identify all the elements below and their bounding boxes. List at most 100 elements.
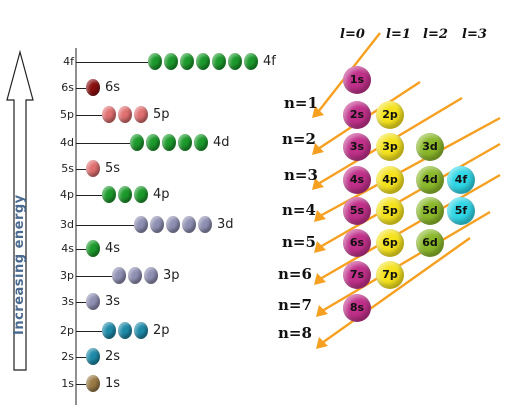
level-name-4f: 4f bbox=[263, 54, 276, 69]
orbital-ball-1s bbox=[86, 375, 100, 392]
level-name-4d: 4d bbox=[213, 135, 230, 150]
orbital-5f: 5f bbox=[447, 197, 475, 225]
l-header-0: l=0 bbox=[340, 27, 365, 42]
l-header-1: l=1 bbox=[386, 27, 411, 42]
n-label-7: n=7 bbox=[278, 296, 312, 314]
orbital-6d: 6d bbox=[416, 229, 444, 257]
orbital-ball-4f bbox=[148, 53, 162, 70]
level-name-1s: 1s bbox=[105, 376, 121, 391]
level-line-1s bbox=[76, 384, 86, 385]
orbital-4f: 4f bbox=[447, 166, 475, 194]
orbital-ball-4p bbox=[118, 186, 132, 203]
orbital-ball-2p bbox=[118, 322, 132, 339]
orbital-7p: 7p bbox=[376, 261, 404, 289]
level-name-3s: 3s bbox=[105, 294, 121, 309]
orbital-ball-4d bbox=[146, 134, 160, 151]
filling-arrow-head-3 bbox=[312, 178, 324, 190]
orbital-ball-4f bbox=[164, 53, 178, 70]
orbital-ball-4f bbox=[212, 53, 226, 70]
level-line-3p bbox=[76, 276, 112, 277]
level-line-3d bbox=[76, 225, 134, 226]
orbital-ball-4d bbox=[162, 134, 176, 151]
level-name-3d: 3d bbox=[217, 217, 234, 232]
orbital-ball-4f bbox=[180, 53, 194, 70]
orbital-ball-3p bbox=[128, 267, 142, 284]
orbital-ball-5p bbox=[102, 106, 116, 123]
orbital-ball-4p bbox=[102, 186, 116, 203]
filling-arrow-head-1 bbox=[312, 106, 324, 118]
orbital-ball-4f bbox=[196, 53, 210, 70]
increasing-energy-arrow bbox=[6, 49, 34, 371]
filling-arrow-head-8 bbox=[316, 337, 328, 349]
n-label-6: n=6 bbox=[278, 265, 312, 283]
orbital-ball-3p bbox=[112, 267, 126, 284]
orbital-ball-3s bbox=[86, 293, 100, 310]
level-label-2p: 2p bbox=[60, 324, 74, 337]
orbital-ball-4p bbox=[134, 186, 148, 203]
n-label-8: n=8 bbox=[278, 324, 312, 342]
level-label-1s: 1s bbox=[61, 377, 74, 390]
orbital-7s: 7s bbox=[343, 261, 371, 289]
filling-arrow-head-6 bbox=[314, 273, 326, 285]
orbital-5d: 5d bbox=[416, 197, 444, 225]
level-line-4f bbox=[76, 62, 148, 63]
orbital-4d: 4d bbox=[416, 166, 444, 194]
orbital-ball-4d bbox=[194, 134, 208, 151]
filling-arrow-head-7 bbox=[316, 305, 328, 317]
orbital-ball-5p bbox=[134, 106, 148, 123]
level-label-5s: 5s bbox=[61, 162, 74, 175]
level-label-3d: 3d bbox=[60, 218, 74, 231]
orbital-5s: 5s bbox=[343, 197, 371, 225]
filling-arrow-8 bbox=[321, 237, 471, 344]
n-label-1: n=1 bbox=[284, 94, 318, 112]
orbital-8s: 8s bbox=[343, 294, 371, 322]
orbital-3d: 3d bbox=[416, 133, 444, 161]
orbital-3s: 3s bbox=[343, 133, 371, 161]
orbital-ball-4s bbox=[86, 240, 100, 257]
filling-order-arrows bbox=[312, 32, 501, 349]
level-name-5s: 5s bbox=[105, 161, 121, 176]
orbital-ball-3p bbox=[144, 267, 158, 284]
n-label-2: n=2 bbox=[282, 130, 316, 148]
level-line-3s bbox=[76, 302, 86, 303]
orbital-ball-2p bbox=[102, 322, 116, 339]
level-line-2p bbox=[76, 331, 102, 332]
filling-arrow-head-5 bbox=[314, 241, 326, 253]
level-line-4p bbox=[76, 195, 102, 196]
level-name-2s: 2s bbox=[105, 349, 121, 364]
level-name-2p: 2p bbox=[153, 323, 170, 338]
level-line-5s bbox=[76, 169, 86, 170]
level-line-5p bbox=[76, 115, 102, 116]
n-label-5: n=5 bbox=[282, 233, 316, 251]
increasing-energy-label: Increasing energy bbox=[12, 194, 27, 335]
level-name-5p: 5p bbox=[153, 107, 170, 122]
level-name-4s: 4s bbox=[105, 241, 121, 256]
l-header-3: l=3 bbox=[462, 27, 487, 42]
orbital-ball-4d bbox=[178, 134, 192, 151]
orbital-6s: 6s bbox=[343, 229, 371, 257]
filling-arrow-head-4 bbox=[314, 210, 326, 222]
orbital-ball-3d bbox=[150, 216, 164, 233]
level-label-3s: 3s bbox=[61, 295, 74, 308]
orbital-ball-4f bbox=[228, 53, 242, 70]
orbital-1s: 1s bbox=[343, 66, 371, 94]
orbital-6p: 6p bbox=[376, 229, 404, 257]
orbital-ball-2p bbox=[134, 322, 148, 339]
orbital-ball-4d bbox=[130, 134, 144, 151]
level-label-5p: 5p bbox=[60, 108, 74, 121]
orbital-ball-6s bbox=[86, 79, 100, 96]
orbital-4s: 4s bbox=[343, 166, 371, 194]
level-name-6s: 6s bbox=[105, 80, 121, 95]
level-label-3p: 3p bbox=[60, 269, 74, 282]
orbital-4p: 4p bbox=[376, 166, 404, 194]
orbital-ball-3d bbox=[166, 216, 180, 233]
level-name-4p: 4p bbox=[153, 187, 170, 202]
orbital-2s: 2s bbox=[343, 101, 371, 129]
orbital-ball-2s bbox=[86, 348, 100, 365]
orbital-ball-3d bbox=[198, 216, 212, 233]
level-line-4d bbox=[76, 143, 130, 144]
n-label-3: n=3 bbox=[284, 166, 318, 184]
level-line-2s bbox=[76, 357, 86, 358]
level-label-4s: 4s bbox=[61, 242, 74, 255]
